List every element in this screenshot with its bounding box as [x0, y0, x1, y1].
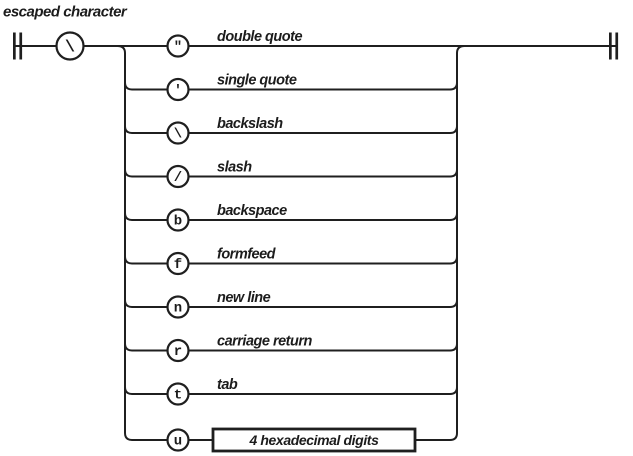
row-rail	[124, 386, 458, 395]
row-rail	[124, 212, 458, 221]
hex-digits-box	[211, 427, 417, 453]
terminal-circle	[166, 164, 190, 189]
terminal-char: t	[174, 388, 182, 404]
terminal-char: \	[174, 127, 182, 143]
terminal-char: /	[174, 170, 182, 186]
branch-merge-rail	[456, 45, 465, 433]
row-label: double quote	[217, 29, 302, 45]
terminal-circle	[166, 338, 190, 363]
branch-split-rail	[117, 45, 126, 433]
row-rail	[124, 125, 458, 134]
terminal-char: '	[174, 83, 182, 99]
terminal-char: "	[174, 40, 182, 56]
row-label: new line	[217, 290, 271, 306]
start-terminal	[13, 32, 23, 60]
escape-backslash-node: \	[55, 31, 85, 61]
row-rail	[124, 343, 458, 352]
row-label: tab	[217, 377, 238, 393]
option-row-unicode: u 4 hexadecimal digits	[166, 427, 417, 453]
row-rail	[124, 82, 458, 91]
option-row-carriage-return: r carriage return	[166, 334, 313, 363]
option-row-new-line: n new line	[166, 290, 271, 319]
terminal-char: f	[174, 257, 182, 273]
row-label: formfeed	[217, 247, 277, 263]
terminal-bar	[13, 32, 16, 60]
terminal-char: r	[174, 344, 182, 360]
terminal-char: u	[174, 434, 182, 450]
row-label: backspace	[217, 203, 287, 219]
terminal-circle	[166, 382, 190, 406]
option-row-double-quote: " double quote	[166, 29, 303, 58]
terminal-circle	[55, 31, 85, 61]
terminal-bar	[609, 32, 612, 60]
option-row-tab: t tab	[166, 377, 238, 406]
terminal-char: n	[174, 301, 182, 317]
row-rail	[124, 169, 458, 178]
terminal-bar	[19, 32, 23, 60]
option-row-formfeed: f formfeed	[166, 247, 277, 276]
option-row-backspace: b backspace	[166, 203, 288, 232]
terminal-char: b	[174, 214, 182, 230]
terminal-circle	[166, 251, 190, 276]
row-label: carriage return	[217, 334, 312, 350]
diagram-title: escaped character	[3, 4, 128, 21]
terminal-circle	[166, 121, 190, 145]
hex-digits-label: 4 hexadecimal digits	[249, 432, 380, 448]
end-terminal	[609, 32, 619, 60]
row-label: slash	[217, 160, 252, 176]
terminal-circle	[166, 295, 190, 319]
option-row-single-quote: ' single quote	[166, 73, 297, 102]
rail-lines	[14, 45, 617, 441]
option-row-backslash: \ backslash	[166, 116, 284, 145]
terminal-circle	[166, 208, 190, 232]
terminal-char: \	[65, 39, 75, 58]
terminal-circle	[166, 77, 190, 102]
option-row-slash: / slash	[166, 160, 253, 189]
row-rail	[124, 299, 458, 308]
terminal-circle	[166, 428, 190, 452]
terminal-circle	[166, 34, 190, 58]
row-label: backslash	[217, 116, 283, 132]
terminal-bar	[615, 32, 619, 60]
row-rail	[124, 256, 458, 265]
row-label: single quote	[217, 73, 297, 89]
